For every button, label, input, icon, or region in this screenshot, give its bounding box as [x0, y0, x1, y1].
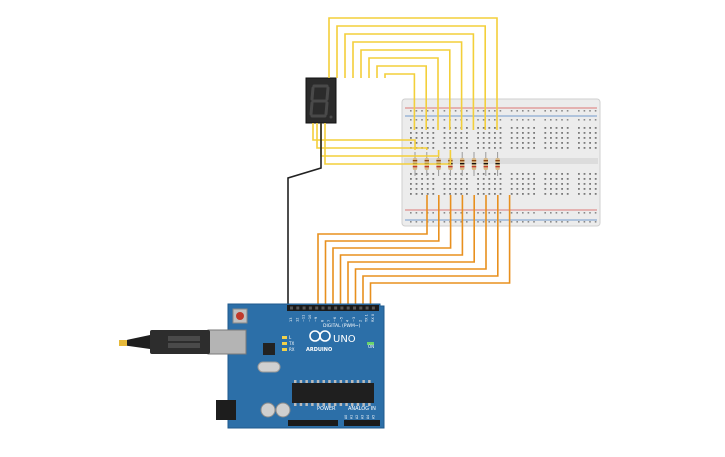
analog-pin-label: A3	[361, 415, 365, 419]
digital-pin-label: 12	[295, 318, 299, 322]
digital-pin-label: 7	[327, 320, 331, 322]
usb-port[interactable]	[207, 329, 247, 355]
digital-pin-label: 2	[358, 320, 362, 322]
digital-pin-label: RX 0	[371, 314, 375, 322]
digital-header[interactable]	[287, 305, 379, 311]
digital-pin-label: ~5	[339, 317, 343, 322]
digital-pin-label: ~6	[333, 317, 337, 322]
analog-pin-label: A2	[355, 415, 359, 419]
digital-pin-label: 4	[346, 319, 350, 322]
power-label: POWER	[317, 406, 336, 412]
analog-pin-label: A1	[350, 415, 354, 419]
digital-pin-label: 13	[289, 318, 293, 322]
analog-pin-label: A5	[372, 415, 376, 419]
yellow-wire-bundle[interactable]	[312, 17, 498, 165]
model-label: UNO	[333, 334, 356, 345]
analog-pin-label: A4	[366, 415, 370, 419]
led-label-rx: RX	[289, 347, 295, 352]
arduino-logo: ARDUINO	[306, 330, 332, 353]
digital-pin-label: TX 1	[365, 314, 369, 323]
led-label-l: L	[289, 335, 292, 340]
on-label: ON	[368, 344, 374, 349]
microcontroller-chip	[292, 383, 374, 403]
digital-pin-label: ~9	[314, 317, 318, 322]
digital-pin-label: 8	[321, 320, 325, 322]
analog-label: ANALOG IN	[348, 406, 376, 412]
analog-header[interactable]	[344, 420, 380, 426]
digital-label: DIGITAL (PWM~)	[323, 323, 361, 329]
digital-pin-label: ~11	[302, 315, 306, 322]
led-label-tx: TX	[288, 341, 294, 346]
breadboard-holes	[410, 110, 597, 223]
breadboard[interactable]	[401, 98, 601, 227]
power-header[interactable]	[288, 420, 338, 426]
ground-wire[interactable]	[287, 123, 322, 307]
analog-pin-label: A0	[344, 415, 348, 419]
orange-wire-bundle[interactable]	[317, 195, 511, 307]
digital-pin-label: ~10	[308, 315, 312, 322]
brand-label: ARDUINO	[306, 347, 332, 353]
arduino-board[interactable]: ARDUINO UNO DIGITAL (PWM~) POWER ANALOG …	[119, 303, 385, 429]
power-jack[interactable]	[216, 400, 236, 420]
seven-segment-display[interactable]: 8	[0, 0, 337, 124]
digital-pin-label: ~3	[352, 317, 356, 322]
